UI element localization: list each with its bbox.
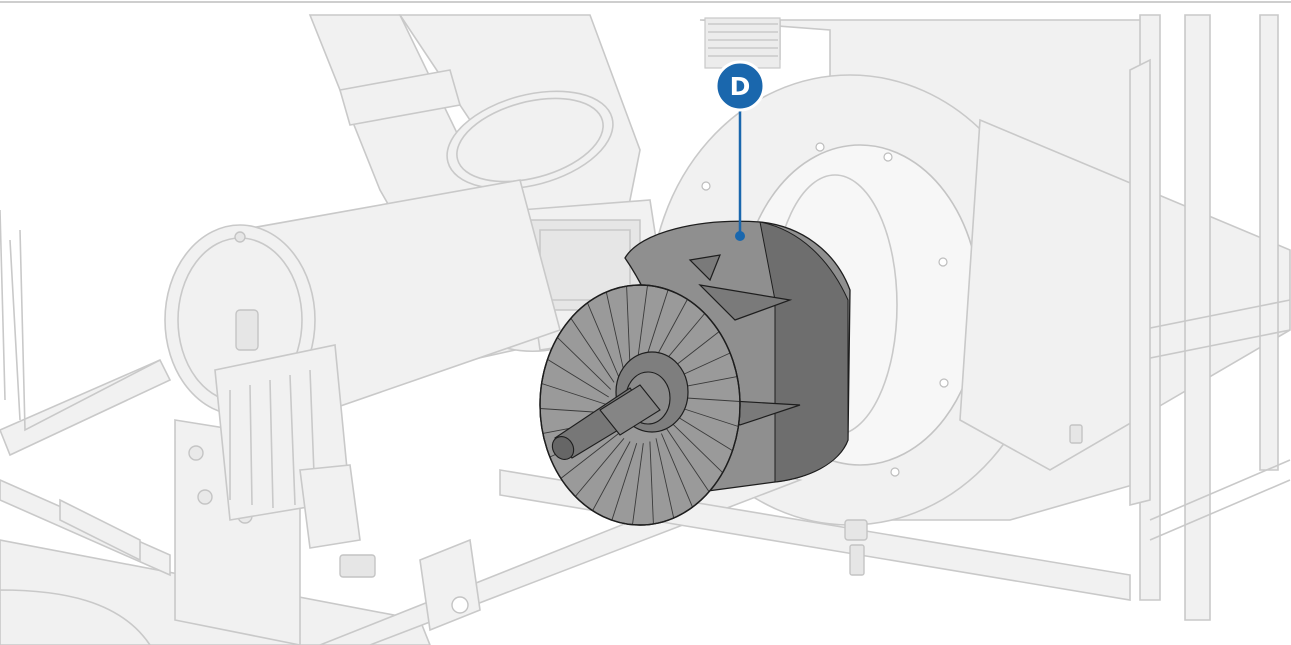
impeller-blade-line bbox=[671, 412, 733, 451]
impeller-blade-line bbox=[574, 438, 625, 497]
impeller-blade-line bbox=[570, 317, 615, 383]
side-duct bbox=[959, 118, 1291, 471]
feet-bolts bbox=[844, 424, 1083, 576]
right-bracket bbox=[1129, 58, 1151, 507]
impeller-blade-line bbox=[626, 286, 631, 369]
pipe-band bbox=[338, 69, 462, 126]
top-grille bbox=[704, 17, 781, 69]
impeller-blade-line bbox=[611, 443, 638, 521]
impeller-blade-line bbox=[665, 427, 710, 493]
impeller-blade-line bbox=[587, 302, 620, 377]
frame-post-2 bbox=[1184, 14, 1211, 621]
impeller-blade-line bbox=[660, 433, 693, 508]
control-box bbox=[174, 309, 376, 645]
frame-post-3 bbox=[1259, 14, 1279, 471]
callout-anchor-dot bbox=[735, 231, 745, 241]
impeller-blade-line bbox=[557, 337, 612, 390]
impeller-blade-line bbox=[547, 359, 609, 398]
impeller-blade-line bbox=[560, 433, 619, 479]
impeller-blade-line bbox=[592, 441, 631, 511]
impeller-blade-line bbox=[636, 285, 648, 367]
callout-d: D bbox=[714, 60, 766, 241]
callout-letter: D bbox=[730, 72, 751, 101]
impeller-blade-line bbox=[632, 443, 644, 525]
impeller-blade-line bbox=[649, 441, 654, 524]
impeller-blade-line bbox=[605, 291, 625, 372]
callout-badge bbox=[714, 60, 766, 112]
impeller-blade-line bbox=[668, 420, 723, 473]
impeller-blade-line bbox=[541, 383, 609, 406]
impeller-blade-line bbox=[655, 438, 675, 519]
fan-impeller bbox=[539, 220, 851, 526]
